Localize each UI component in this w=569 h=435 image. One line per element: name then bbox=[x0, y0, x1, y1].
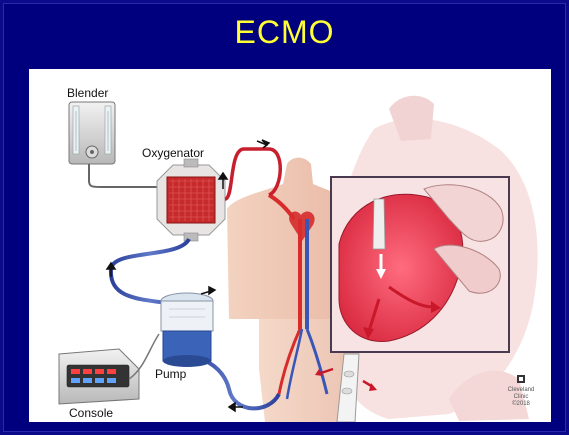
arterial-return-tube bbox=[225, 149, 280, 199]
pump-device-icon bbox=[161, 293, 213, 367]
oxygenator-device-icon bbox=[157, 159, 225, 241]
ecmo-diagram bbox=[29, 69, 551, 422]
label-oxygenator: Oxygenator bbox=[142, 146, 204, 160]
label-pump: Pump bbox=[155, 367, 186, 381]
console-device-icon bbox=[59, 334, 159, 404]
credit-line-3: ©2018 bbox=[501, 401, 541, 408]
credit-text: Cleveland Clinic ©2018 bbox=[501, 387, 541, 408]
blender-device-icon bbox=[69, 102, 159, 187]
credit-line-1: Cleveland bbox=[501, 387, 541, 394]
cleveland-clinic-logo-icon bbox=[517, 375, 525, 383]
label-console: Console bbox=[69, 406, 113, 420]
label-blender: Blender bbox=[67, 86, 108, 100]
slide-title: ECMO bbox=[0, 14, 569, 51]
diagram-panel: Blender Oxygenator Pump Console Clevelan… bbox=[29, 69, 551, 422]
credit-line-2: Clinic bbox=[501, 394, 541, 401]
heart-zoom-icon bbox=[331, 177, 509, 352]
